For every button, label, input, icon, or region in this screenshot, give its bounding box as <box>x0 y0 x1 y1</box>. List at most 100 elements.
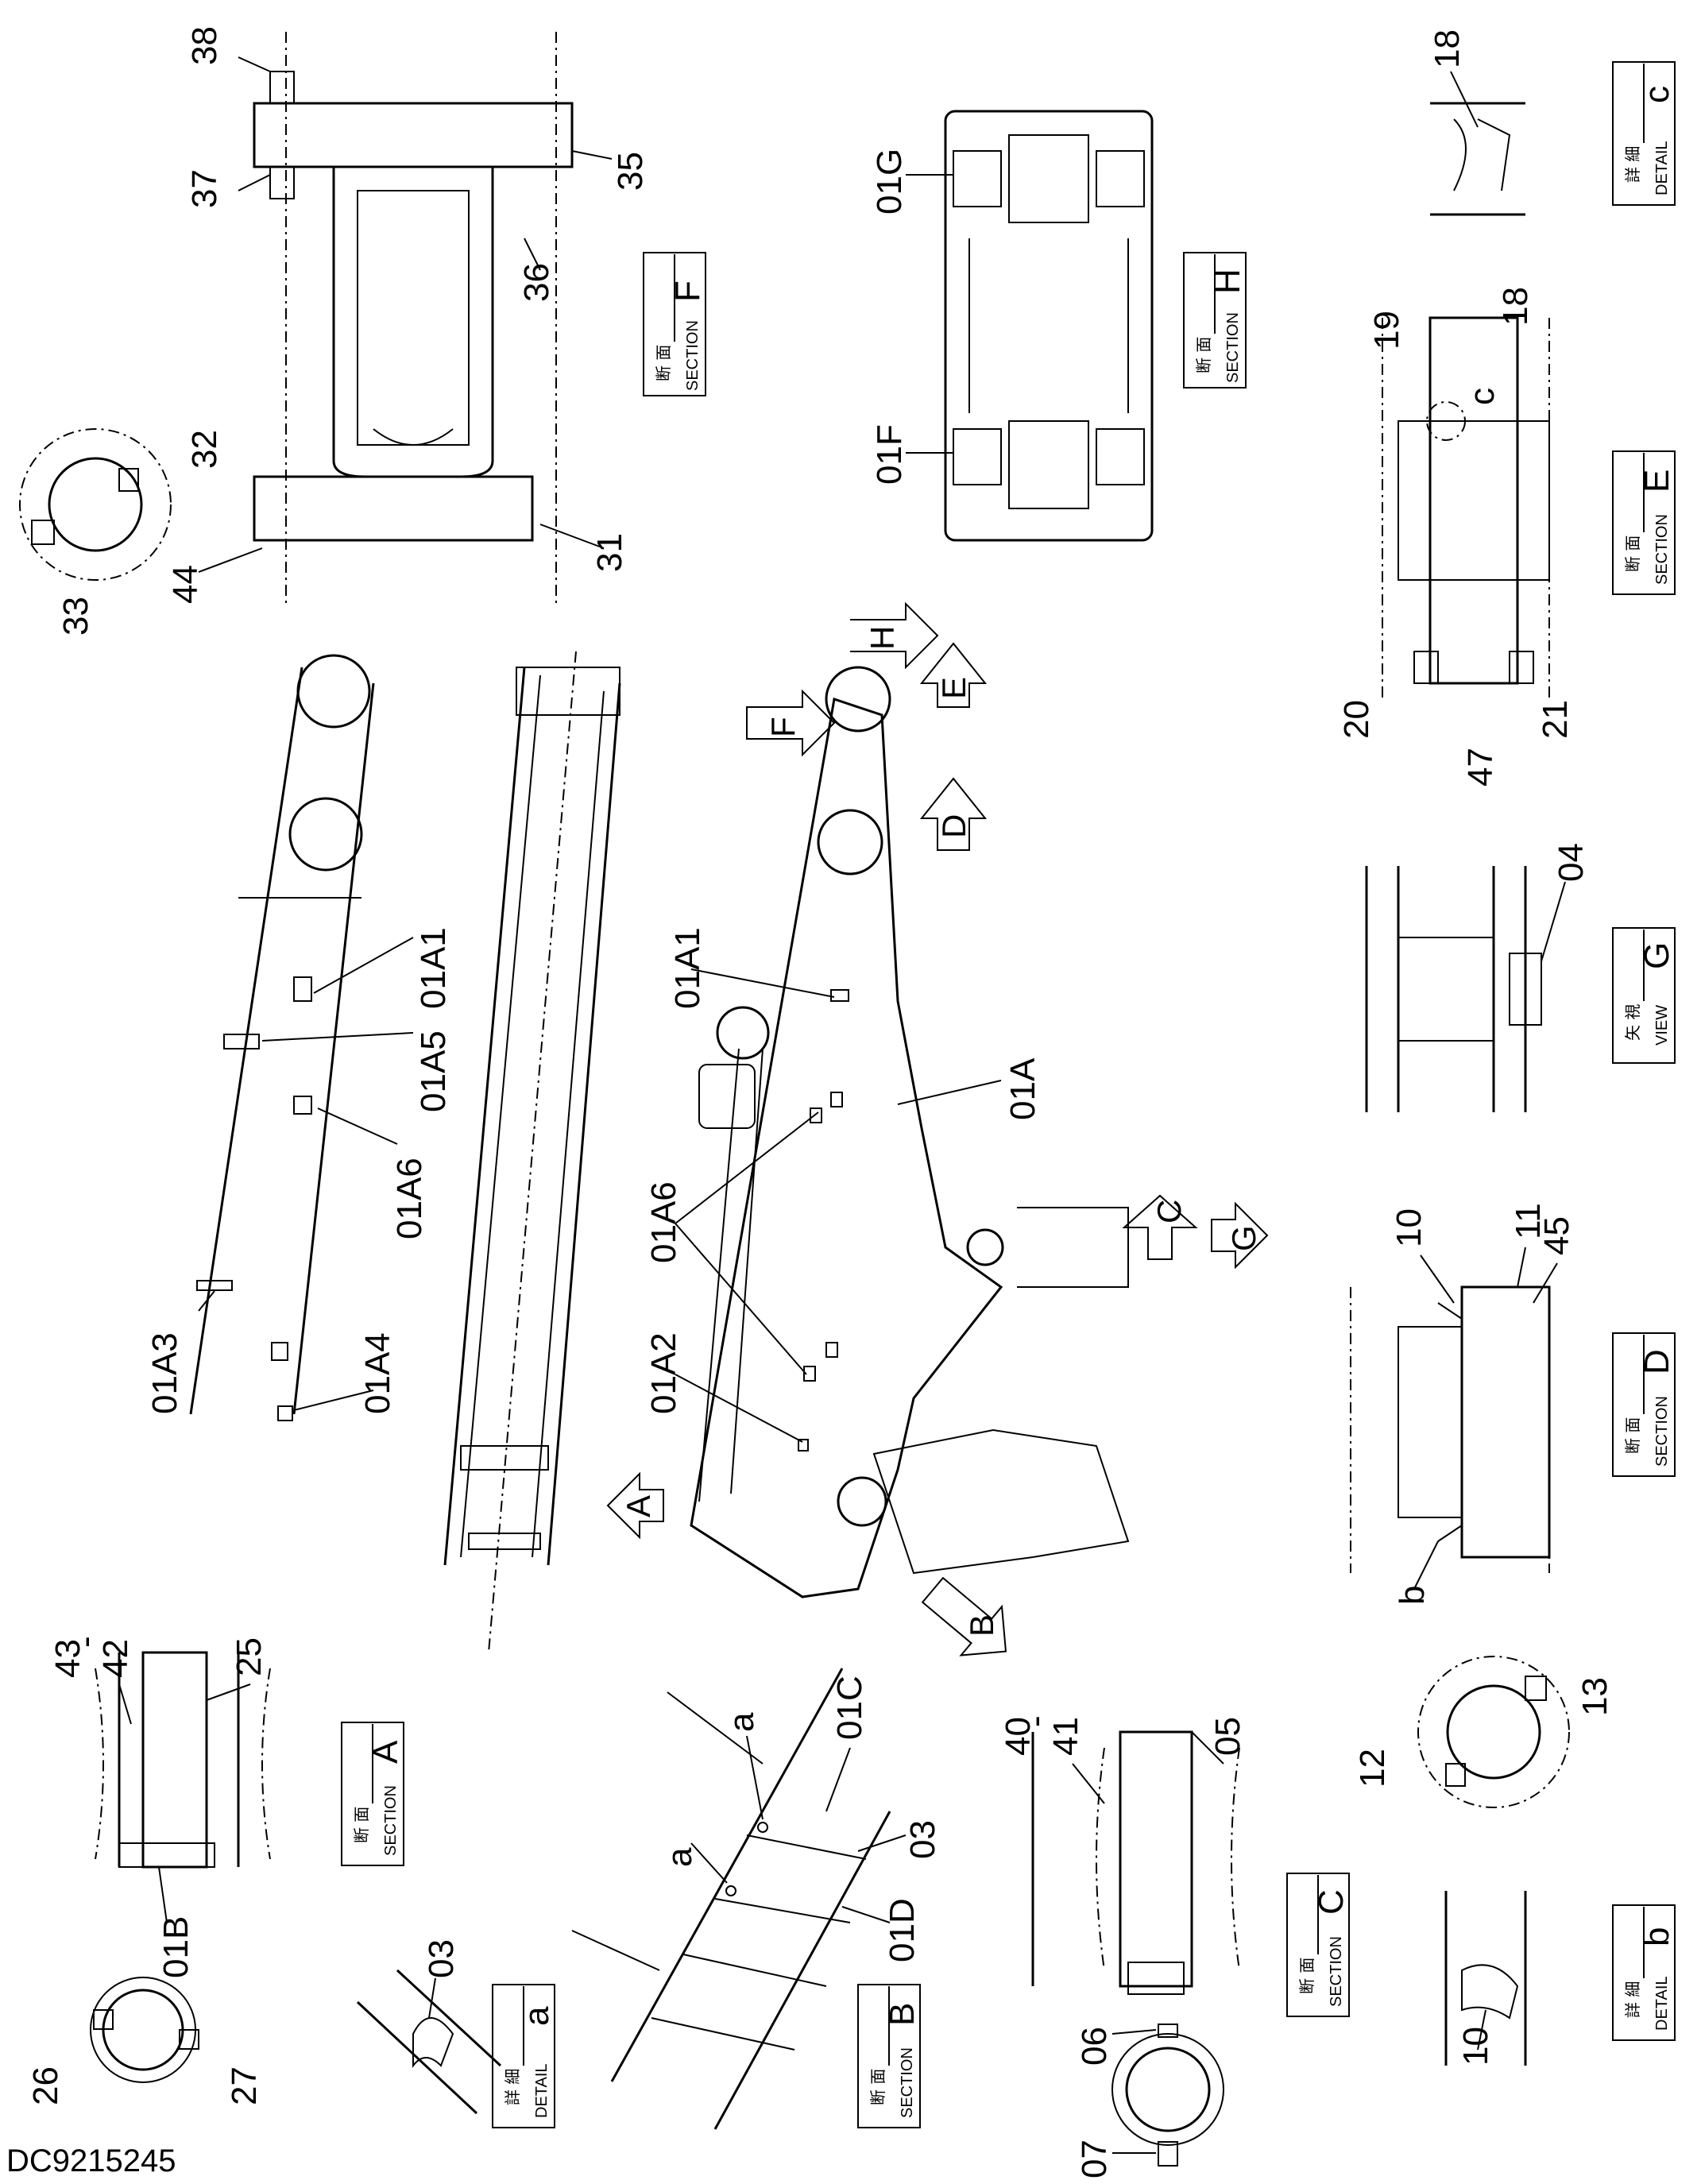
callout-07: 07 <box>1075 2140 1114 2178</box>
detail-c-view <box>1430 102 1525 216</box>
callout-19: 19 <box>1367 311 1406 350</box>
callout-21: 21 <box>1536 700 1575 739</box>
tag-detail-c: 詳 細 DETAIL c <box>1612 61 1676 206</box>
callout-lower-b: b <box>1393 1586 1432 1605</box>
view-arrow-f: F <box>746 689 836 757</box>
view-arrow-b: B <box>921 1576 1007 1656</box>
svg-text:A: A <box>620 1495 657 1517</box>
tag-section-h: 断 面 SECTION H <box>1183 252 1247 388</box>
view-arrow-g: G <box>1211 1201 1269 1270</box>
svg-text:c: c <box>1637 86 1676 103</box>
callout-01a6-left: 01A6 <box>390 1158 429 1239</box>
section-a-view <box>95 1651 271 1869</box>
svg-text:SECTION: SECTION <box>1653 514 1671 585</box>
callout-01b: 01B <box>157 1916 195 1978</box>
svg-text:断 面: 断 面 <box>654 345 673 381</box>
callout-01a2: 01A2 <box>644 1332 683 1414</box>
callout-01d: 01D <box>883 1898 922 1962</box>
svg-text:D: D <box>1637 1349 1676 1374</box>
svg-text:B: B <box>963 1614 1000 1637</box>
svg-text:A: A <box>366 1740 405 1764</box>
tag-section-b: 断 面 SECTION B <box>857 1984 922 2128</box>
callout-01a5: 01A5 <box>414 1030 453 1112</box>
section-h-view <box>944 110 1154 542</box>
pin-end-view-06-07 <box>1111 2024 1224 2167</box>
callout-45: 45 <box>1537 1216 1576 1255</box>
view-arrow-a: A <box>606 1471 664 1540</box>
callout-25: 25 <box>230 1637 269 1676</box>
callout-a2: a <box>660 1847 699 1867</box>
svg-text:E: E <box>1637 470 1676 493</box>
callout-18-e: 18 <box>1496 287 1535 326</box>
callout-06: 06 <box>1075 2027 1114 2066</box>
section-d-view <box>1350 1285 1551 1573</box>
svg-text:SECTION: SECTION <box>1224 312 1242 383</box>
detail-b-view <box>1444 1891 1527 2066</box>
callout-lower-c: c <box>1463 388 1502 405</box>
callout-36: 36 <box>517 263 556 302</box>
svg-text:a: a <box>517 2006 556 2026</box>
view-arrow-d: D <box>919 777 988 851</box>
svg-text:SECTION: SECTION <box>1653 1396 1671 1467</box>
boom-main-view <box>690 666 1130 1598</box>
tag-section-e: 断 面 SECTION E <box>1612 450 1676 595</box>
callout-a1: a <box>722 1712 761 1732</box>
svg-text:G: G <box>1225 1225 1262 1251</box>
callout-03-b: 03 <box>903 1820 942 1859</box>
svg-text:SECTION: SECTION <box>684 320 702 391</box>
svg-text:DETAIL: DETAIL <box>1653 141 1671 195</box>
callout-04: 04 <box>1552 843 1591 882</box>
callout-01f: 01F <box>870 424 909 485</box>
svg-text:H: H <box>864 626 901 650</box>
callout-40: 40 <box>999 1717 1038 1756</box>
callout-41: 41 <box>1046 1717 1085 1756</box>
callout-20: 20 <box>1337 700 1376 739</box>
callout-01a1-right: 01A1 <box>668 927 707 1009</box>
document-id: DC9215245 <box>6 2143 176 2178</box>
view-g-view <box>1365 866 1542 1112</box>
tag-section-f: 断 面 SECTION F <box>643 252 707 396</box>
svg-text:b: b <box>1637 1927 1676 1946</box>
callout-27: 27 <box>225 2066 264 2105</box>
callout-11: 11 <box>1509 1203 1548 1239</box>
svg-text:SECTION: SECTION <box>899 2047 916 2118</box>
callout-01g: 01G <box>870 149 909 215</box>
detail-a-view <box>356 1969 502 2115</box>
callout-10-d: 10 <box>1390 1208 1428 1247</box>
pin-end-view-26-27 <box>90 1977 199 2083</box>
callout-43: 43 <box>48 1639 87 1678</box>
svg-text:VIEW: VIEW <box>1653 1005 1671 1046</box>
callout-40-dash: - <box>1016 1715 1055 1727</box>
callout-31: 31 <box>590 533 629 572</box>
section-f-view <box>253 32 574 604</box>
tag-section-d: 断 面 SECTION D <box>1612 1332 1676 1477</box>
callout-43-dash: - <box>66 1636 105 1648</box>
svg-text:G: G <box>1637 942 1676 969</box>
callout-37: 37 <box>185 169 224 208</box>
callout-10-b: 10 <box>1456 2027 1495 2066</box>
callout-01c: 01C <box>830 1676 869 1740</box>
section-c-view <box>1031 1730 1240 1995</box>
svg-text:DETAIL: DETAIL <box>1653 1976 1671 2031</box>
svg-text:矢 視: 矢 視 <box>1623 1004 1642 1041</box>
callout-47: 47 <box>1461 748 1500 787</box>
svg-text:D: D <box>935 814 972 838</box>
view-arrow-e: E <box>919 642 988 708</box>
view-arrow-c: C <box>1122 1194 1198 1260</box>
callout-26: 26 <box>26 2066 65 2105</box>
callout-42: 42 <box>96 1639 135 1678</box>
svg-text:SECTION: SECTION <box>382 1785 400 1856</box>
svg-text:断 面: 断 面 <box>1297 1958 1316 1994</box>
svg-text:断 面: 断 面 <box>868 2069 887 2105</box>
svg-text:C: C <box>1150 1200 1188 1223</box>
section-e-view <box>1382 316 1550 699</box>
view-arrow-h: H <box>850 601 939 670</box>
svg-text:断 面: 断 面 <box>1623 535 1642 572</box>
section-b-view <box>571 1668 891 2130</box>
svg-text:断 面: 断 面 <box>352 1807 371 1843</box>
svg-text:断 面: 断 面 <box>1623 1417 1642 1454</box>
svg-text:DETAIL: DETAIL <box>533 2063 551 2118</box>
callout-32: 32 <box>185 430 224 469</box>
callout-05: 05 <box>1208 1717 1247 1756</box>
